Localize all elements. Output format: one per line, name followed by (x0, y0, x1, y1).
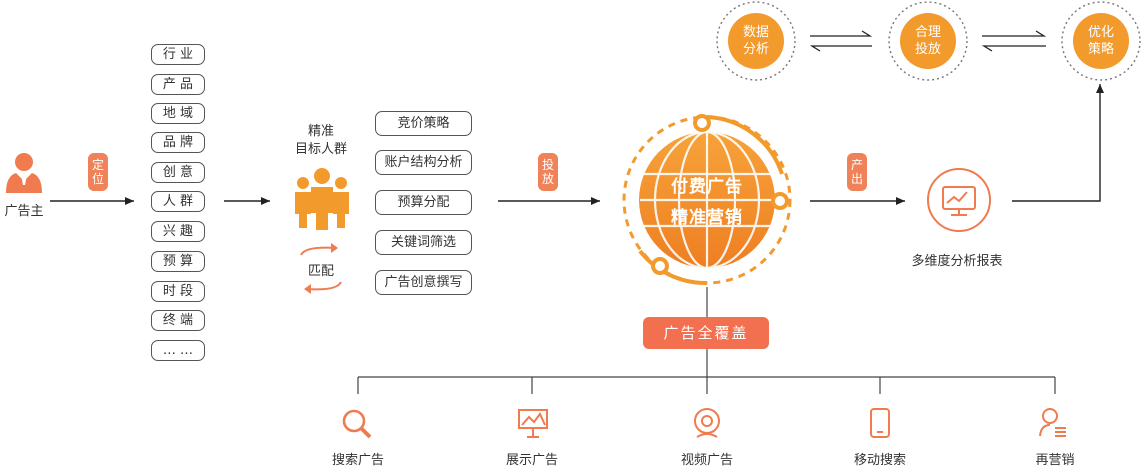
loop-data-analysis: 数据分析 (728, 13, 784, 69)
match-label: 匹配 (307, 264, 335, 279)
dimension-interest: 兴 趣 (151, 221, 205, 242)
loop-ring-deliver (888, 1, 968, 81)
strategy-account-structure: 账户结构分析 (375, 150, 472, 175)
loop-optimize-strategy: 优化策略 (1073, 13, 1129, 69)
mobile-search-icon (870, 408, 890, 438)
double-arrow-1 (809, 30, 873, 52)
loop-reasonable-delivery: 合理投放 (900, 13, 956, 69)
target-group-icon (295, 168, 349, 230)
tag-locate: 定位 (88, 153, 108, 191)
advertiser-label: 广告主 (4, 204, 44, 219)
dimension-industry: 行 业 (151, 44, 205, 65)
match-cycle-icon (300, 243, 342, 294)
globe-icon (622, 114, 792, 286)
remarketing-icon (1039, 408, 1066, 437)
loop-ring-optimize (1061, 1, 1141, 81)
video-ad-icon (694, 408, 720, 438)
dimension-terminal: 终 端 (151, 310, 205, 331)
dimension-audience: 人 群 (151, 191, 205, 212)
dimension-more: … … (151, 340, 205, 361)
target-group-line2: 目标人群 (294, 142, 348, 157)
strategy-keyword-screening: 关键词筛选 (375, 230, 472, 255)
loop-optimize-line2: 策略 (1087, 42, 1114, 57)
loop-ring-data (716, 1, 796, 81)
dimension-product: 产 品 (151, 74, 205, 95)
report-label: 多维度分析报表 (911, 254, 1003, 269)
channel-search-ads: 搜索广告 (331, 453, 385, 468)
coverage-badge: 广告全覆盖 (643, 317, 769, 349)
advertiser-icon (6, 153, 42, 193)
double-arrow-2 (981, 30, 1047, 52)
strategy-ad-copywriting: 广告创意撰写 (375, 270, 472, 295)
channel-mobile-search: 移动搜索 (853, 453, 907, 468)
report-monitor-icon (927, 168, 991, 232)
channel-video-ads: 视频广告 (680, 453, 734, 468)
tag-deliver: 投放 (538, 153, 558, 191)
search-ad-icon (342, 409, 372, 439)
arrow-report-to-optimize (1012, 84, 1104, 202)
dimension-budget: 预 算 (151, 251, 205, 272)
core-line1: 付费广告 (671, 177, 743, 197)
channel-remarketing: 再营销 (1035, 453, 1075, 468)
core-line2: 精准营销 (671, 208, 743, 228)
dimension-timeslot: 时 段 (151, 281, 205, 302)
strategy-budget-allocation: 预算分配 (375, 190, 472, 215)
dimension-brand: 品 牌 (151, 132, 205, 153)
dimension-creative: 创 意 (151, 162, 205, 183)
loop-deliver-line1: 合理 (914, 25, 941, 40)
target-group-line1: 精准 (307, 124, 335, 139)
tag-output: 产出 (847, 153, 867, 191)
channel-display-ads: 展示广告 (505, 453, 559, 468)
display-ad-icon (518, 409, 548, 438)
strategy-bidding: 竞价策略 (375, 111, 472, 136)
loop-data-line1: 数据 (742, 25, 769, 40)
loop-optimize-line1: 优化 (1087, 25, 1114, 40)
loop-deliver-line2: 投放 (914, 42, 941, 57)
loop-data-line2: 分析 (742, 42, 769, 57)
channel-tree (357, 349, 1056, 394)
dimension-region: 地 域 (151, 103, 205, 124)
